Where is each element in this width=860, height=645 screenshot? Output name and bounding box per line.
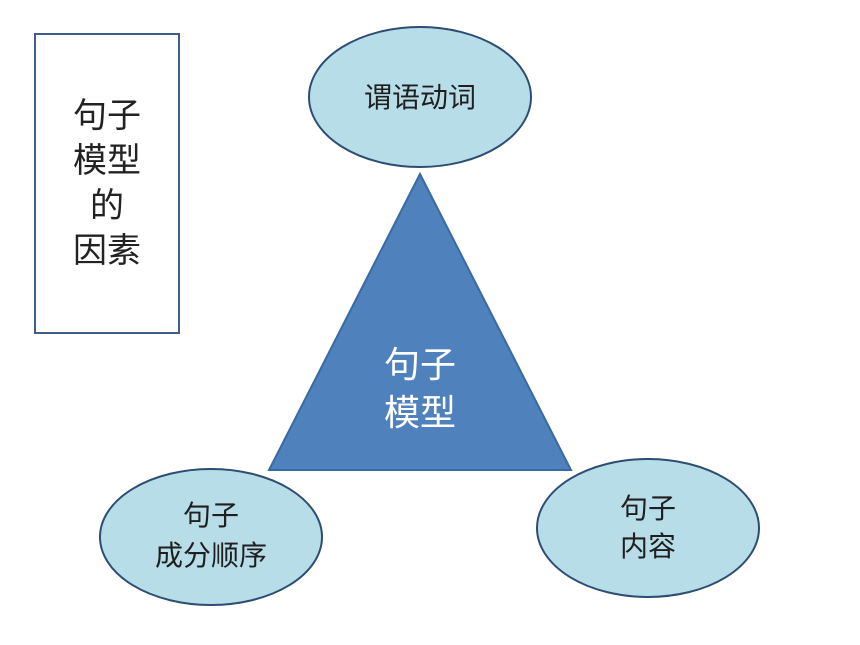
top-node-label: 谓语动词 (320, 72, 520, 124)
center-label-line: 句子 (383, 345, 456, 386)
factors-label-box: 句子 模型 的 因素 (34, 33, 180, 334)
right-node-line: 句子 (619, 492, 676, 525)
right-ellipse (536, 458, 760, 598)
left-node-label: 句子 成分顺序 (111, 493, 311, 579)
center-triangle (267, 171, 573, 471)
factors-label-line: 的 (90, 185, 124, 226)
left-node-line: 成分顺序 (154, 539, 267, 572)
top-ellipse (308, 26, 532, 168)
left-ellipse (99, 468, 323, 606)
factors-label-line: 因素 (73, 230, 141, 271)
center-label-line: 模型 (383, 393, 456, 434)
right-node-label: 句子 内容 (548, 486, 748, 570)
right-node-line: 内容 (619, 530, 676, 563)
center-label: 句子 模型 (340, 340, 500, 440)
factors-label-line: 模型 (73, 140, 141, 181)
top-node-line: 谓语动词 (363, 81, 476, 114)
left-node-line: 句子 (182, 499, 239, 532)
factors-label-line: 句子 (73, 95, 141, 136)
